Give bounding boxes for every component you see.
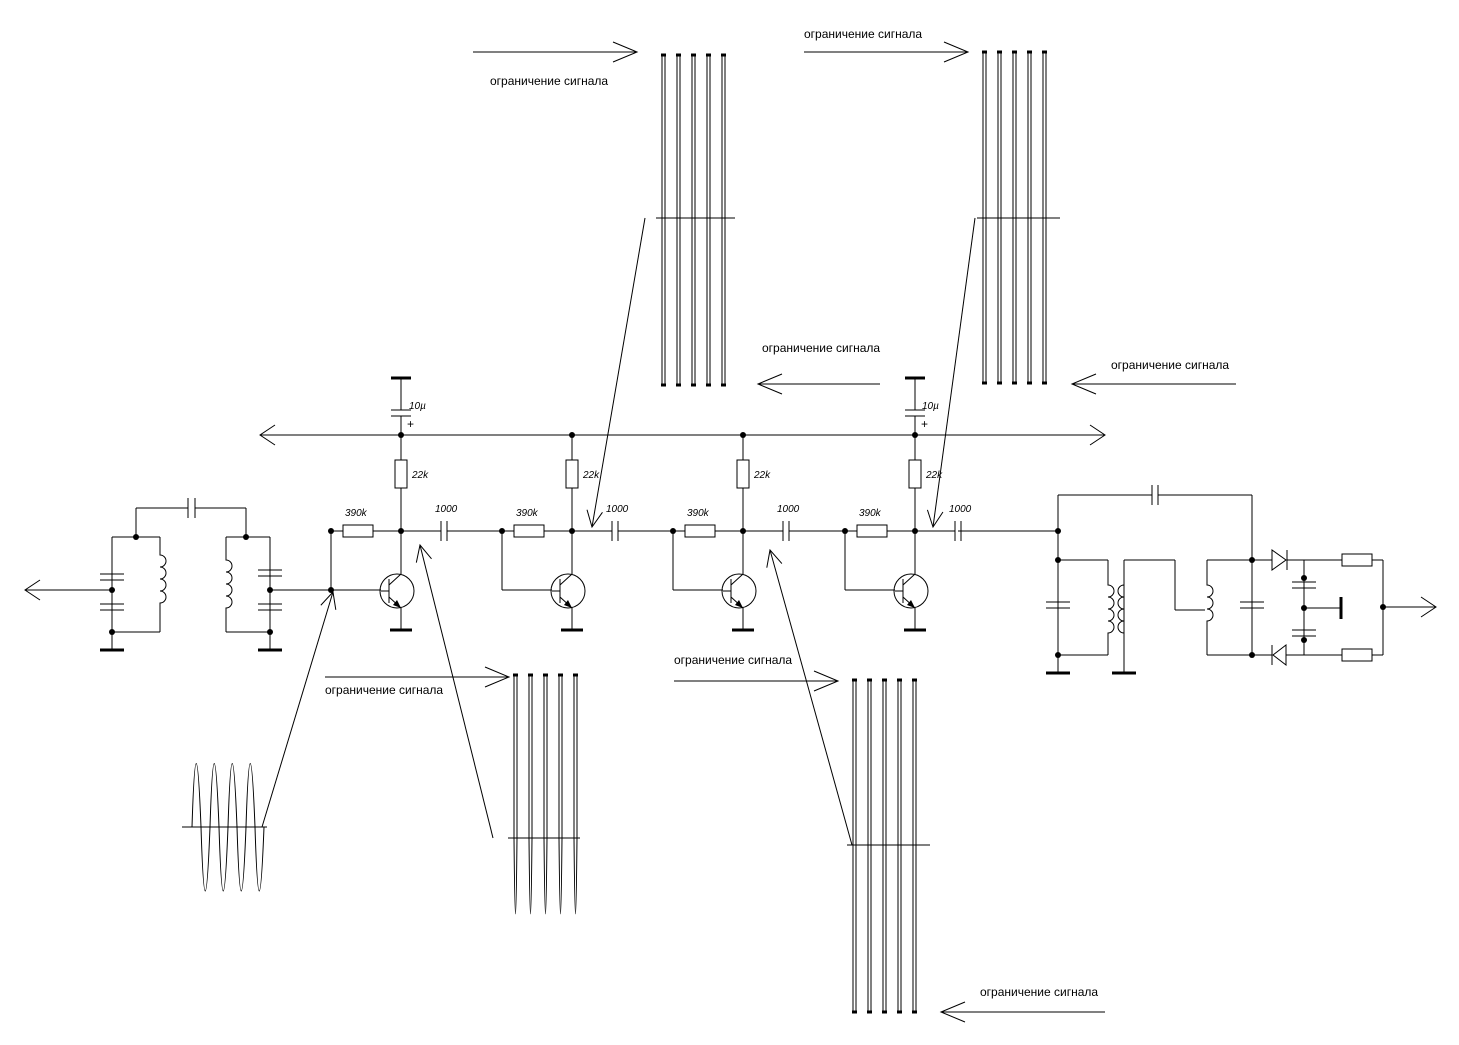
cap-label-10u-1: 10µ [409, 401, 426, 412]
cap-label-1000: 1000 [606, 504, 629, 515]
waveform-stage-4-top [977, 50, 1060, 385]
annotation-label: ограничение сигнала [762, 341, 880, 355]
supply-rail [259, 424, 1106, 446]
collector-resistor [736, 459, 750, 489]
amplifier-stage-3: 22k 390k 1000 [670, 435, 845, 632]
amplifier-stages: 22k 390k 1000 22k 390k 1000 22k 390k 1000 22k 390k… [328, 435, 972, 632]
resistor-label-390k: 390k [516, 508, 539, 519]
resistor-label-390k: 390k [687, 508, 710, 519]
amplifier-stage-4: 22k 390k 1000 [842, 435, 972, 632]
bias-resistor [856, 524, 888, 538]
input-filter [24, 498, 331, 652]
resistor-label-22k: 22k [925, 470, 943, 481]
annotation-1: ограничение сигнала [473, 41, 639, 88]
bias-resistor [342, 524, 374, 538]
signal-waveforms [182, 50, 1060, 1014]
annotation-label: ограничение сигнала [804, 27, 922, 41]
pointer-stage-4-output [926, 217, 976, 529]
annotation-label: ограничение сигнала [325, 683, 443, 697]
transistor-symbol [379, 573, 415, 609]
collector-resistor [565, 459, 579, 489]
pointer-stage-1-input [261, 590, 337, 828]
annotation-arrows: ограничение сигнала ограничение сигнала ог… [261, 27, 1236, 1023]
supply-capacitor-1: 10µ + [391, 376, 426, 435]
annotation-label: ограничение сигнала [980, 985, 1098, 999]
cap-label-1000: 1000 [777, 504, 800, 515]
bias-resistor [684, 524, 716, 538]
output-detector [958, 485, 1437, 675]
transistor-symbol [721, 573, 757, 609]
annotation-3: ограничение сигнала [756, 341, 880, 395]
annotation-2: ограничение сигнала [804, 27, 970, 63]
amplifier-stage-1: 22k 390k 1000 [328, 435, 502, 632]
transistor-symbol [893, 573, 929, 609]
annotation-label: ограничение сигнала [1111, 358, 1229, 372]
waveform-stage-1 [508, 673, 580, 915]
resistor-label-390k: 390k [345, 508, 368, 519]
supply-capacitor-2: 10µ + [905, 376, 939, 435]
input-sine-wave [182, 763, 267, 892]
annotation-6: ограничение сигнала [674, 653, 840, 692]
pointer-stage-3-output [766, 548, 853, 846]
pointer-stage-1-output [415, 543, 494, 839]
annotation-4: ограничение сигнала [1070, 358, 1236, 395]
amplifier-stage-2: 22k 390k 1000 [499, 435, 673, 632]
resistor-label-22k: 22k [411, 470, 429, 481]
annotation-label: ограничение сигнала [674, 653, 792, 667]
cap-polarity-2: + [921, 417, 928, 431]
resistor-label-390k: 390k [859, 508, 882, 519]
collector-resistor [908, 459, 922, 489]
cap-polarity-1: + [407, 417, 414, 431]
waveform-stage-3 [847, 678, 930, 1014]
pointer-stage-2-output [586, 217, 646, 529]
cap-label-10u-2: 10µ [922, 401, 939, 412]
annotation-7: ограничение сигнала [939, 985, 1105, 1023]
resistor-label-22k: 22k [753, 470, 771, 481]
annotation-5: ограничение сигнала [325, 666, 511, 697]
bias-resistor [513, 524, 545, 538]
waveform-stage-2-top [656, 53, 735, 387]
resistor-label-22k: 22k [582, 470, 600, 481]
cap-label-1000: 1000 [949, 504, 972, 515]
annotation-label: ограничение сигнала [490, 74, 608, 88]
cap-label-1000: 1000 [435, 504, 458, 515]
collector-resistor [394, 459, 408, 489]
transistor-symbol [550, 573, 586, 609]
